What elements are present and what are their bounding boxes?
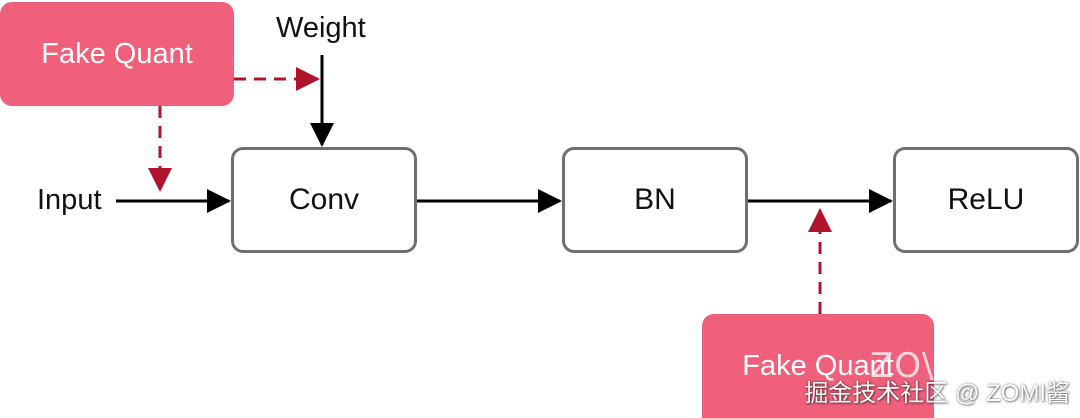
bn-node: BN — [562, 147, 748, 253]
relu-node: ReLU — [893, 147, 1079, 253]
fake-quant-bottom-label: Fake Quant — [742, 349, 894, 382]
weight-label: Weight — [276, 12, 366, 44]
fake-quant-node-top: Fake Quant — [0, 2, 234, 106]
conv-node: Conv — [231, 147, 417, 253]
fake-quant-node-bottom: Fake Quant — [702, 314, 934, 418]
watermark-text: 掘金技术社区 @ ZOMI酱 — [804, 380, 1070, 407]
relu-node-label: ReLU — [947, 183, 1025, 216]
bn-node-label: BN — [634, 183, 676, 216]
input-label: Input — [37, 184, 102, 216]
watermark-logo: ZO\\Λ — [870, 346, 972, 386]
conv-node-label: Conv — [288, 183, 360, 216]
fake-quant-top-label: Fake Quant — [41, 37, 193, 70]
